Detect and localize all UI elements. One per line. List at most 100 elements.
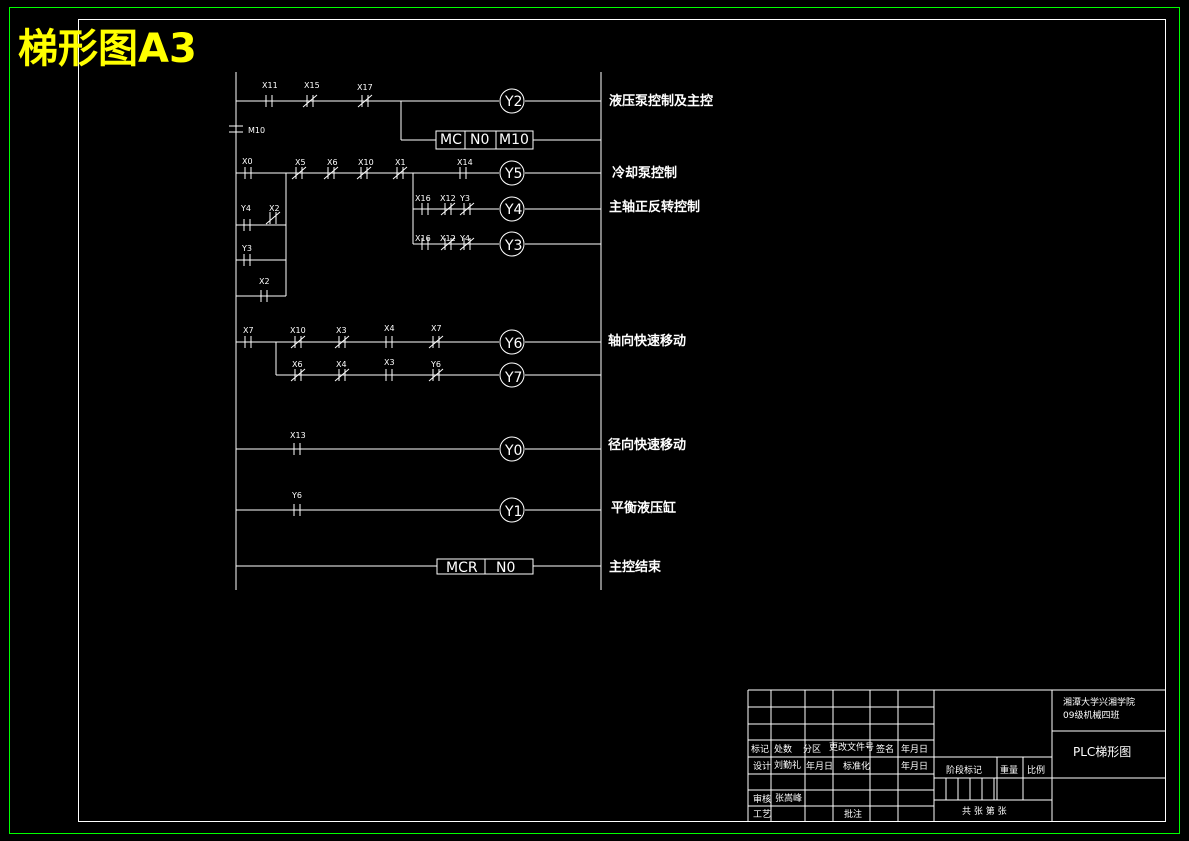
contact-label: Y6 [291,491,302,500]
contact-label: X6 [327,158,338,167]
nc-slash [290,335,306,349]
drawing-title: 梯形图A3 [18,26,197,72]
contact-label: X16 [415,234,431,243]
contact-label: Y4 [240,204,251,213]
tb-zhongliang: 重量 [1000,764,1018,776]
tb-shenhe: 审核 [753,793,771,805]
nc-slash [428,335,444,349]
coil-label: Y3 [504,238,522,254]
instruction-box [435,130,534,150]
coil-label: Y2 [504,94,522,110]
contact-label: X3 [336,326,347,335]
contact-label: X15 [304,81,320,90]
contact-label: X6 [292,360,303,369]
nc-slash [290,368,306,382]
tb-class: 09级机械四班 [1063,709,1119,721]
contact-label: X10 [290,326,306,335]
output-description: 轴向快速移动 [608,333,686,349]
tb-date2: 年月日 [806,760,833,772]
nc-slash [357,94,373,108]
contact-label: X2 [269,204,280,213]
mc-n: N0 [470,132,489,148]
contact-label: X16 [415,194,431,203]
contact-label: X4 [384,324,395,333]
coil-label: Y4 [504,202,523,218]
nc-slash [334,368,350,382]
contact-label: X0 [242,157,253,166]
contact-label: X2 [259,277,270,286]
contact-label: Y3 [459,194,470,203]
tb-wenjian: 更改文件号 [829,741,874,753]
coil-circle [499,160,525,186]
nc-slash [265,211,281,225]
coil-label: Y1 [504,504,522,520]
nc-slash [459,202,475,216]
nc-slash [459,237,475,251]
contact-label: X4 [336,360,347,369]
tb-qianming: 签名 [876,743,894,755]
coil-circle [499,497,525,523]
coil-label: Y0 [504,443,522,459]
title-block [747,689,1165,821]
tb-date1: 年月日 [901,743,928,755]
contact-label: X12 [440,194,456,203]
contact-label: X3 [384,358,395,367]
contact-label: Y4 [459,234,470,243]
coil-circle [499,231,525,257]
coil-label: Y5 [504,166,522,182]
tb-biaozhunhua: 标准化 [843,760,870,772]
contact-label: X7 [243,326,254,335]
contact-label: X5 [295,158,306,167]
coil-label: Y6 [504,336,523,352]
mcr-instruction: MCR [446,560,478,576]
nc-slash [440,237,456,251]
contact-label: X10 [358,158,374,167]
tb-sheji-name: 刘勤礼 [774,759,801,771]
coil-circle [499,436,525,462]
nc-slash [302,94,318,108]
tb-jieduan: 阶段标记 [946,764,982,776]
nc-slash [291,166,307,180]
nc-slash [356,166,372,180]
title-block-text: 标记 处数 分区 更改文件号 签名 年月日 设计 刘勤礼 年月日 标准化 年月日… [751,696,1135,820]
nc-slash [428,368,444,382]
nc-slash [323,166,339,180]
nc-slash [392,166,408,180]
contact-label: X11 [262,81,278,90]
contact-label: X1 [395,158,406,167]
contact-label: X12 [440,234,456,243]
nc-slash [334,335,350,349]
output-description: 液压泵控制及主控 [609,93,713,109]
tb-school: 湘潭大学兴湘学院 [1063,696,1135,708]
mc-instruction: MC [440,132,462,148]
tb-sheji: 设计 [753,760,771,772]
tb-drawing-title: PLC梯形图 [1073,745,1131,759]
mc-m: M10 [499,132,529,148]
contact-label: X17 [357,83,373,92]
outer-border [9,7,1180,834]
tb-date3: 年月日 [901,760,928,772]
tb-bili: 比例 [1027,764,1045,776]
contact-label: Y6 [430,360,441,369]
contact-label: X14 [457,158,473,167]
coil-circle [499,88,525,114]
output-description: 主轴正反转控制 [609,199,700,215]
nc-slash [440,202,456,216]
coil-circle [499,329,525,355]
tb-biaoji: 标记 [751,743,769,755]
tb-gong-zhang: 共 张 第 张 [962,805,1007,817]
output-description: 主控结束 [609,559,662,575]
contact-label: X7 [431,324,442,333]
contact-label: M10 [248,126,265,135]
coil-label: Y7 [504,370,522,386]
contact-label: X13 [290,431,306,440]
mcr-n: N0 [496,560,515,576]
tb-pizhun: 批注 [844,808,862,820]
tb-shenhe-name: 张嵩峰 [775,793,802,804]
tb-chushu: 处数 [774,743,792,755]
output-description: 冷却泵控制 [612,165,677,181]
ladder-labels: X11 X15 X17 Y2 M10 MC N0 M10 液压泵控制及主控 X0… [240,81,713,576]
contact-label: Y3 [241,244,252,253]
tb-fenqu: 分区 [803,744,821,755]
